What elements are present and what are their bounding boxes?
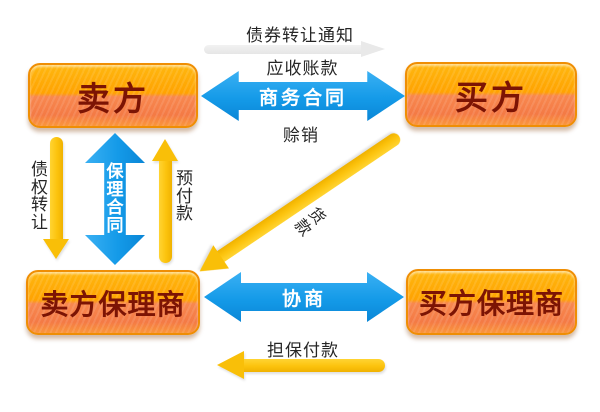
node-buyer: 买方 [405,62,577,127]
negotiation-arrow: 协商 [204,272,404,322]
arrow-shaft [244,358,385,372]
arrowhead-down-icon [43,239,69,259]
arrow-shaft [158,161,172,263]
arrowhead-right-icon [361,41,385,57]
node-seller-factor-label: 卖方保理商 [40,287,186,321]
receivable-transfer-label: 债权转让 [31,160,48,234]
node-seller-factor: 卖方保理商 [26,270,200,335]
node-seller: 卖方 [28,63,198,128]
receivable-transfer-arrow [43,137,69,259]
debt-transfer-notice-arrow [204,41,385,57]
guaranteed-payment-label: 担保付款 [267,341,339,361]
debt-transfer-notice-label: 债券转让通知 [246,26,354,46]
goods-payment-arrow [191,125,407,283]
credit-sale-label: 赊销 [283,126,319,146]
commercial-contract-label: 商务合同 [258,86,347,109]
node-buyer-factor-label: 买方保理商 [418,287,564,320]
guaranteed-payment-arrow [217,351,385,379]
arrow-shaft [49,137,63,239]
advance-payment-arrow [152,139,178,263]
factoring-contract-label: 保理合同 [106,161,124,237]
factoring-contract-arrow: 保理合同 [85,133,145,265]
accounts-receivable-label: 应收账款 [266,59,339,79]
node-buyer-factor: 买方保理商 [406,269,577,335]
arrowhead-up-icon [152,139,178,161]
arrowhead-left-icon [217,351,244,379]
arrow-shaft [204,44,361,54]
negotiation-label: 协商 [281,287,326,310]
advance-payment-label: 预付款 [176,169,193,225]
arrow-shaft [217,131,404,263]
node-buyer-label: 买方 [455,77,527,117]
node-seller-label: 卖方 [77,78,149,118]
